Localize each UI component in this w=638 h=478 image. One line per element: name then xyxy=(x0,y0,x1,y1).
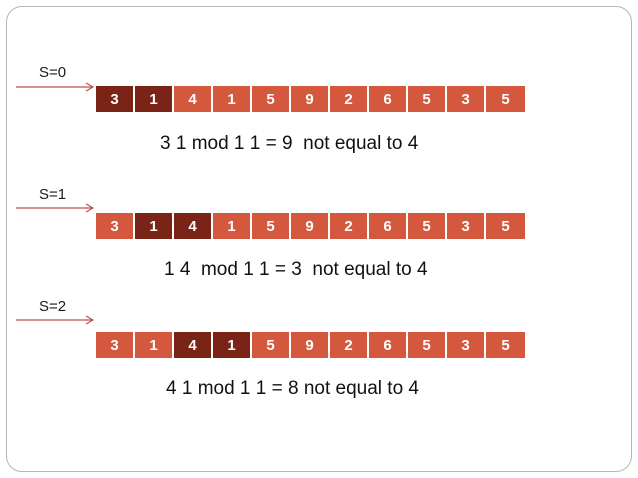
sequence-cell-highlighted: 1 xyxy=(135,86,174,112)
shift-label: S=1 xyxy=(39,186,67,203)
sequence-cell: 1 xyxy=(213,86,252,112)
sequence-cell: 5 xyxy=(486,213,525,239)
sequence-cell: 3 xyxy=(96,213,135,239)
sequence-cell: 9 xyxy=(291,213,330,239)
sequence-cell: 5 xyxy=(408,332,447,358)
sequence-cell: 6 xyxy=(369,332,408,358)
sequence-cell: 2 xyxy=(330,213,369,239)
sequence-cell: 1 xyxy=(135,332,174,358)
sequence-cell: 5 xyxy=(486,86,525,112)
sequence-cell: 5 xyxy=(252,86,291,112)
pointer-arrow-icon xyxy=(16,82,95,92)
step-caption: 3 1 mod 1 1 = 9 not equal to 4 xyxy=(160,133,419,154)
sequence-cell: 1 xyxy=(213,213,252,239)
sequence-cell: 6 xyxy=(369,213,408,239)
shift-label: S=2 xyxy=(39,298,67,315)
sequence-cell-highlighted: 1 xyxy=(213,332,252,358)
sequence-cell: 2 xyxy=(330,332,369,358)
pointer-arrow-icon xyxy=(16,203,95,213)
sequence-cell: 5 xyxy=(486,332,525,358)
sequence-cell: 3 xyxy=(447,332,486,358)
sequence-cell-highlighted: 1 xyxy=(135,213,174,239)
sequence-cell: 3 xyxy=(447,86,486,112)
sequence-cell: 9 xyxy=(291,332,330,358)
sequence-cell: 5 xyxy=(252,332,291,358)
sequence-cell-highlighted: 3 xyxy=(96,86,135,112)
sequence-cell: 3 xyxy=(96,332,135,358)
pointer-arrow-icon xyxy=(16,315,95,325)
step-caption: 1 4 mod 1 1 = 3 not equal to 4 xyxy=(164,259,428,280)
sequence-cell: 5 xyxy=(252,213,291,239)
sequence-cell: 3 xyxy=(447,213,486,239)
sequence-cell: 5 xyxy=(408,213,447,239)
step-caption: 4 1 mod 1 1 = 8 not equal to 4 xyxy=(166,378,419,399)
sequence-cell: 9 xyxy=(291,86,330,112)
shift-label: S=0 xyxy=(39,64,67,81)
sequence-cell-highlighted: 4 xyxy=(174,213,213,239)
sequence-cell: 2 xyxy=(330,86,369,112)
sequence-cell: 5 xyxy=(408,86,447,112)
slide-frame xyxy=(6,6,632,472)
sequence-cell-highlighted: 4 xyxy=(174,332,213,358)
sequence-cell: 4 xyxy=(174,86,213,112)
sequence-cell: 6 xyxy=(369,86,408,112)
